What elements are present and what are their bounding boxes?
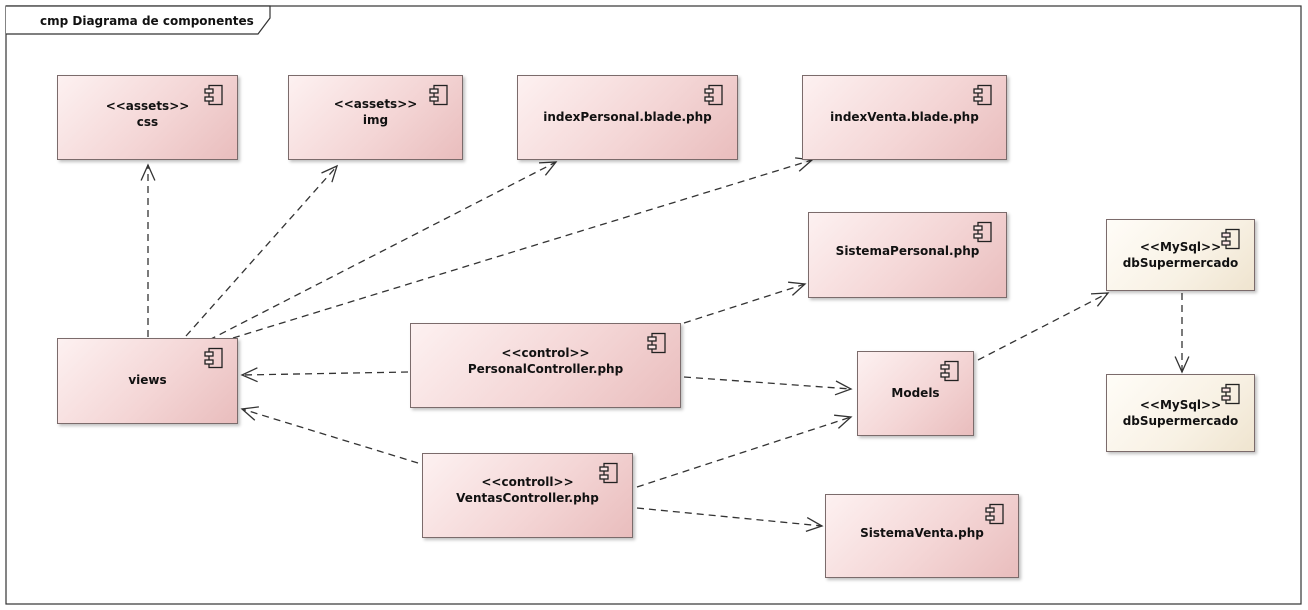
component-img[interactable]: <<assets>> img — [288, 75, 463, 160]
uml-component-icon — [647, 332, 666, 354]
dependency-personal-controller-to-sistema-personal — [683, 281, 807, 324]
component-name: Models — [891, 386, 940, 400]
component-name: SistemaVenta.php — [860, 526, 984, 540]
dependency-views-to-img — [185, 164, 339, 337]
component-name: css — [136, 115, 159, 129]
component-personal-controller[interactable]: <<control>> PersonalController.php — [410, 323, 681, 408]
component-models[interactable]: Models — [857, 351, 974, 436]
dependency-personal-controller-to-views — [240, 367, 409, 383]
open-arrowhead — [321, 164, 339, 183]
component-views[interactable]: views — [57, 338, 238, 424]
component-name: dbSupermercado — [1122, 414, 1239, 428]
component-stereotype: <<MySql>> — [1139, 398, 1222, 412]
dependency-ventas-controller-to-models — [636, 414, 853, 488]
open-arrowhead — [834, 380, 853, 396]
uml-component-icon — [204, 84, 223, 106]
component-name: VentasController.php — [456, 491, 599, 505]
uml-component-icon — [704, 84, 723, 106]
uml-component-icon — [973, 221, 992, 243]
open-arrowhead — [240, 406, 259, 421]
uml-component-icon — [940, 360, 959, 382]
component-sistema-venta[interactable]: SistemaVenta.php — [825, 494, 1019, 578]
open-arrowhead — [795, 157, 814, 172]
component-name: img — [362, 113, 389, 127]
component-sistema-personal[interactable]: SistemaPersonal.php — [808, 212, 1007, 298]
dependency-ventas-controller-to-sistema-venta — [636, 507, 824, 533]
open-arrowhead — [538, 161, 558, 176]
component-stereotype: <<assets>> — [105, 99, 190, 113]
component-index-personal[interactable]: indexPersonal.blade.php — [517, 75, 738, 160]
dependency-db1-to-db2 — [1174, 293, 1190, 374]
component-name: PersonalController.php — [467, 362, 624, 376]
dependency-personal-controller-to-models — [683, 376, 853, 396]
dependency-views-to-index-venta — [232, 157, 814, 339]
open-arrowhead — [834, 414, 853, 429]
component-stereotype: <<assets>> — [333, 97, 418, 111]
uml-component-icon — [1221, 228, 1240, 250]
uml-component-icon — [1221, 383, 1240, 405]
open-arrowhead — [788, 281, 807, 296]
uml-component-icon — [973, 84, 992, 106]
component-ventas-controller[interactable]: <<controll>> VentasController.php — [422, 453, 633, 538]
open-arrowhead — [240, 367, 258, 383]
component-db-supermercado-1[interactable]: <<MySql>> dbSupermercado — [1106, 219, 1255, 291]
uml-component-icon — [429, 84, 448, 106]
component-name: SistemaPersonal.php — [835, 244, 980, 258]
open-arrowhead — [1174, 356, 1190, 374]
component-stereotype: <<control>> — [501, 346, 590, 360]
open-arrowhead — [1090, 292, 1110, 307]
component-stereotype: <<MySql>> — [1139, 240, 1222, 254]
frame-title: cmp Diagrama de componentes — [40, 14, 254, 28]
uml-component-icon — [204, 347, 223, 369]
dependency-views-to-index-personal — [208, 161, 558, 341]
component-stereotype: <<controll>> — [481, 475, 574, 489]
open-arrowhead — [805, 517, 824, 533]
dependency-models-to-db1 — [977, 292, 1110, 361]
component-db-supermercado-2[interactable]: <<MySql>> dbSupermercado — [1106, 374, 1255, 452]
dependency-edges — [140, 157, 1190, 533]
dependency-ventas-controller-to-views — [240, 406, 419, 464]
uml-component-icon — [599, 462, 618, 484]
component-name: indexVenta.blade.php — [830, 110, 979, 124]
component-name: indexPersonal.blade.php — [543, 110, 712, 124]
open-arrowhead — [140, 163, 156, 181]
component-index-venta[interactable]: indexVenta.blade.php — [802, 75, 1007, 160]
component-name: views — [128, 373, 167, 387]
uml-component-icon — [985, 503, 1004, 525]
dependency-views-to-css — [140, 163, 156, 337]
component-name: dbSupermercado — [1122, 256, 1239, 270]
component-css[interactable]: <<assets>> css — [57, 75, 238, 160]
